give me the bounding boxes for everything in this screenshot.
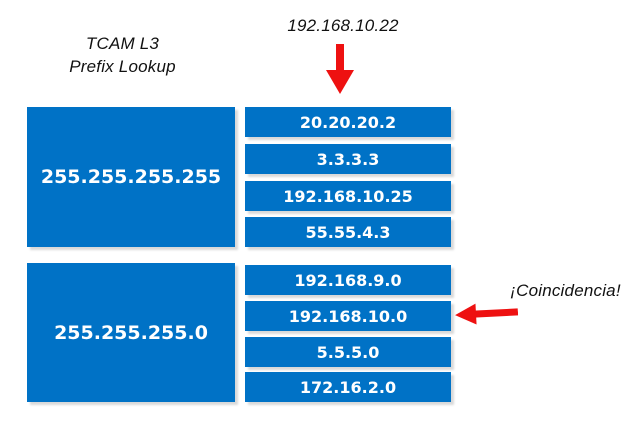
mask-box-subnet: 255.255.255.0 <box>27 263 235 402</box>
tcam-entry-value: 20.20.20.2 <box>299 112 397 132</box>
tcam-entry-value: 192.168.10.0 <box>288 306 408 326</box>
mask-box-host: 255.255.255.255 <box>27 107 235 247</box>
red-arrow-down-icon <box>326 44 354 94</box>
tcam-entry-value: 192.168.9.0 <box>294 270 402 290</box>
tcam-entry-value: 3.3.3.3 <box>316 149 380 169</box>
tcam-entry: 192.168.10.25 <box>245 181 451 211</box>
tcam-entry-value: 55.55.4.3 <box>305 222 391 242</box>
match-label: ¡Coincidencia! <box>510 281 621 300</box>
tcam-entry: 192.168.9.0 <box>245 265 451 295</box>
diagram-title-line1: TCAM L3 <box>85 34 160 53</box>
tcam-entry-value: 5.5.5.0 <box>316 342 380 362</box>
mask-value: 255.255.255.0 <box>54 321 208 344</box>
tcam-entry: 5.5.5.0 <box>245 337 451 367</box>
diagram-title-line2: Prefix Lookup <box>69 57 176 76</box>
tcam-entry-value: 172.16.2.0 <box>299 377 397 397</box>
tcam-entry-value: 192.168.10.25 <box>283 186 413 206</box>
lookup-key-label: 192.168.10.22 <box>287 16 399 35</box>
tcam-entry: 55.55.4.3 <box>245 217 451 247</box>
mask-value: 255.255.255.255 <box>40 166 222 188</box>
red-arrow-left-icon <box>455 303 519 325</box>
tcam-entry-matched: 192.168.10.0 <box>245 301 451 331</box>
tcam-entry: 20.20.20.2 <box>245 107 451 137</box>
tcam-entry: 172.16.2.0 <box>245 372 451 402</box>
diagram-title: TCAM L3 Prefix Lookup <box>40 32 205 78</box>
tcam-entry: 3.3.3.3 <box>245 144 451 174</box>
